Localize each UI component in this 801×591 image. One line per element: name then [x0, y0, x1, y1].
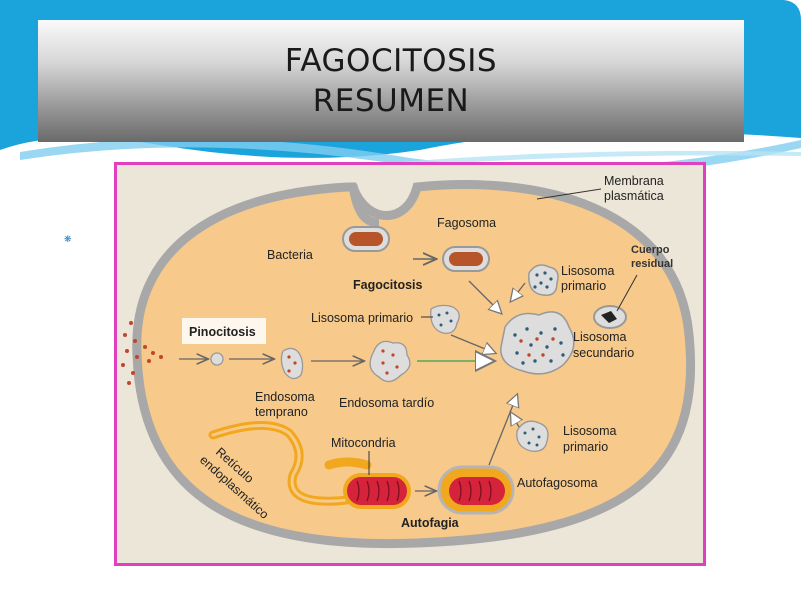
- lysosome-secondary: [500, 311, 575, 375]
- label-lisosoma-sec-2: secundario: [573, 346, 634, 360]
- label-cuerpo: Cuerpo: [631, 244, 670, 256]
- label-endosoma-tardio: Endosoma tardío: [339, 396, 434, 410]
- label-fagosoma: Fagosoma: [437, 216, 496, 230]
- label-mitocondria: Mitocondria: [331, 436, 396, 450]
- mitochondrion-shape: [343, 473, 411, 509]
- lysosome-primary-top: [528, 264, 559, 296]
- late-endosome-shape: [369, 340, 411, 383]
- label-pinocitosis: Pinocitosis: [189, 325, 256, 339]
- label-endosoma-temprano-1: Endosoma: [255, 390, 315, 404]
- title-banner: FAGOCITOSIS RESUMEN: [38, 20, 744, 142]
- lysosome-primary-bot: [516, 420, 549, 452]
- label-bacteria: Bacteria: [267, 248, 313, 262]
- label-autofagia: Autofagia: [401, 516, 460, 530]
- label-lisosoma-bot: Lisosoma: [563, 424, 617, 438]
- cell-diagram: Membrana plasmática Fagosoma Bacteria Fa…: [121, 174, 696, 549]
- label-primario-top: primario: [561, 279, 606, 293]
- label-autofagosoma: Autofagosoma: [517, 476, 598, 490]
- label-membrana: Membrana: [604, 174, 664, 188]
- label-endosoma-temprano-2: temprano: [255, 405, 308, 419]
- bullet-icon: ❋: [64, 234, 72, 244]
- label-plasmatica: plasmática: [604, 189, 664, 203]
- diagram-frame: Membrana plasmática Fagosoma Bacteria Fa…: [114, 162, 706, 566]
- label-lisosoma-top: Lisosoma: [561, 264, 615, 278]
- title-line-1: FAGOCITOSIS: [284, 43, 498, 79]
- title-line-2: RESUMEN: [312, 83, 470, 119]
- lysosome-primary-mid: [430, 304, 460, 334]
- early-endosome-shape: [280, 347, 304, 380]
- pinocytosis-particles: [121, 321, 163, 385]
- label-fagocitosis: Fagocitosis: [353, 278, 423, 292]
- label-residual: residual: [631, 258, 673, 270]
- label-lisosoma-mid: Lisosoma primario: [311, 311, 413, 325]
- label-primario-bot: primario: [563, 440, 608, 454]
- label-lisosoma-sec-1: Lisosoma: [573, 330, 627, 344]
